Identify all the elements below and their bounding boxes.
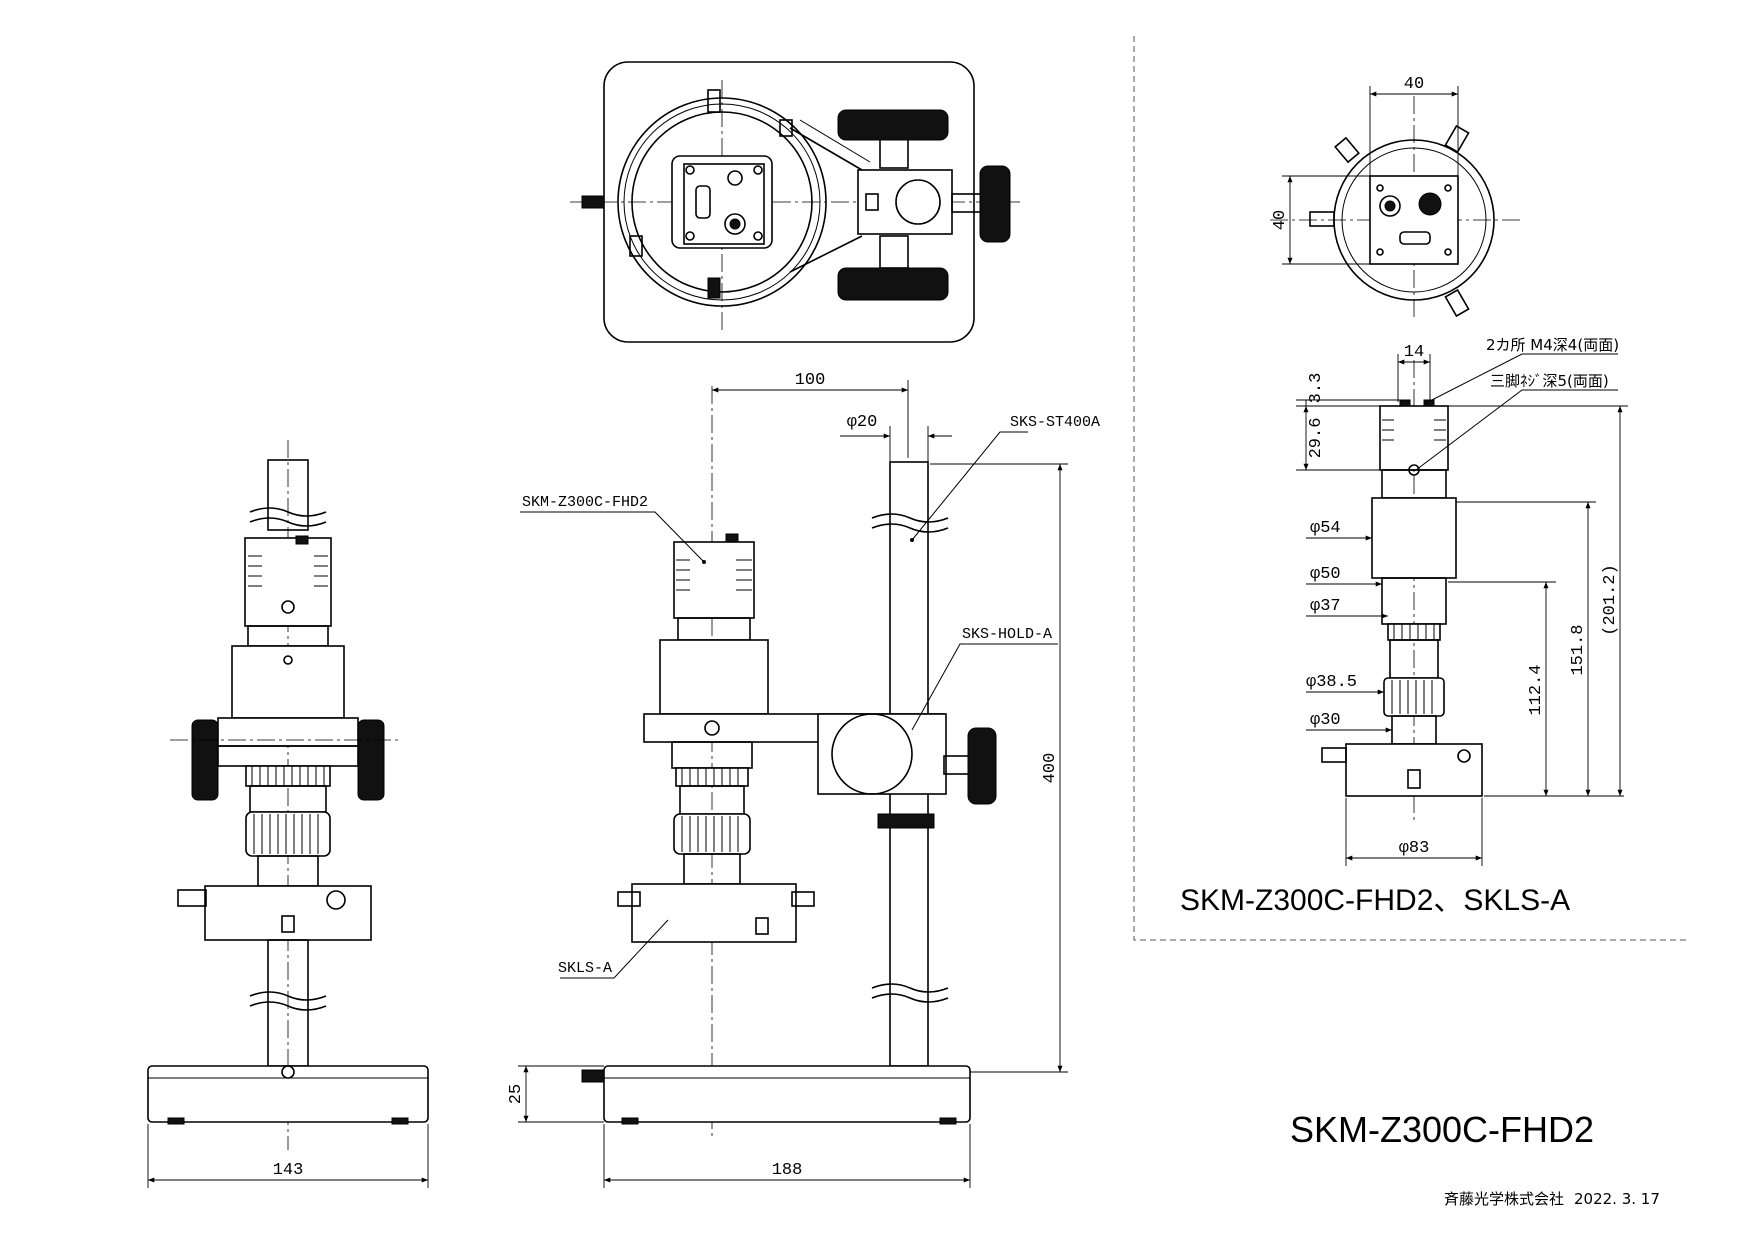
dim-base-thickness: 25 bbox=[507, 1084, 526, 1104]
dim-201-2: (201.2) bbox=[1601, 564, 1620, 635]
dim-cam-height: 40 bbox=[1271, 210, 1290, 230]
dim-151-8: 151.8 bbox=[1569, 624, 1588, 675]
inset-title: SKM-Z300C-FHD2、SKLS-A bbox=[1180, 884, 1570, 917]
side-view bbox=[147, 380, 1068, 1188]
inset-side-view bbox=[1296, 353, 1628, 866]
inset-top-view bbox=[1270, 86, 1520, 320]
dim-column-dia: φ20 bbox=[847, 413, 878, 432]
dim-total-height: 400 bbox=[1041, 753, 1060, 784]
note-tripod-screw: 三脚ﾈｼﾞ深5(両面) bbox=[1490, 372, 1609, 390]
dim-dia-50: φ50 bbox=[1310, 565, 1341, 584]
dim-base-width-front: 143 bbox=[273, 1161, 304, 1180]
dim-3-3: 3.3 bbox=[1307, 373, 1326, 404]
dim-hole-pitch: 14 bbox=[1404, 343, 1424, 362]
label-camera: SKM-Z300C-FHD2 bbox=[522, 494, 648, 511]
front-view bbox=[147, 440, 429, 1150]
label-light: SKLS-A bbox=[558, 960, 612, 977]
note-tapped-holes: 2カ所 M4深4(両面) bbox=[1486, 336, 1619, 354]
inset-border bbox=[1133, 36, 1690, 941]
label-stand: SKS-ST400A bbox=[1010, 414, 1100, 431]
dim-dia-54: φ54 bbox=[1310, 519, 1341, 538]
dim-dia-83: φ83 bbox=[1399, 839, 1430, 858]
dim-arm-reach: 100 bbox=[795, 371, 826, 390]
dim-base-depth-side: 188 bbox=[772, 1161, 803, 1180]
main-title: SKM-Z300C-FHD2 bbox=[1290, 1109, 1594, 1150]
dim-dia-38-5: φ38.5 bbox=[1306, 673, 1357, 692]
top-view bbox=[570, 61, 1020, 343]
drawing-date: 2022. 3. 17 bbox=[1574, 1190, 1660, 1208]
dim-112-4: 112.4 bbox=[1527, 664, 1546, 715]
company-name: 斉藤光学株式会社 bbox=[1444, 1190, 1564, 1208]
dim-dia-37: φ37 bbox=[1310, 597, 1341, 616]
dim-dia-30: φ30 bbox=[1310, 711, 1341, 730]
dim-29-6: 29.6 bbox=[1307, 418, 1326, 459]
dim-cam-width: 40 bbox=[1404, 75, 1424, 94]
label-holder: SKS-HOLD-A bbox=[962, 626, 1052, 643]
